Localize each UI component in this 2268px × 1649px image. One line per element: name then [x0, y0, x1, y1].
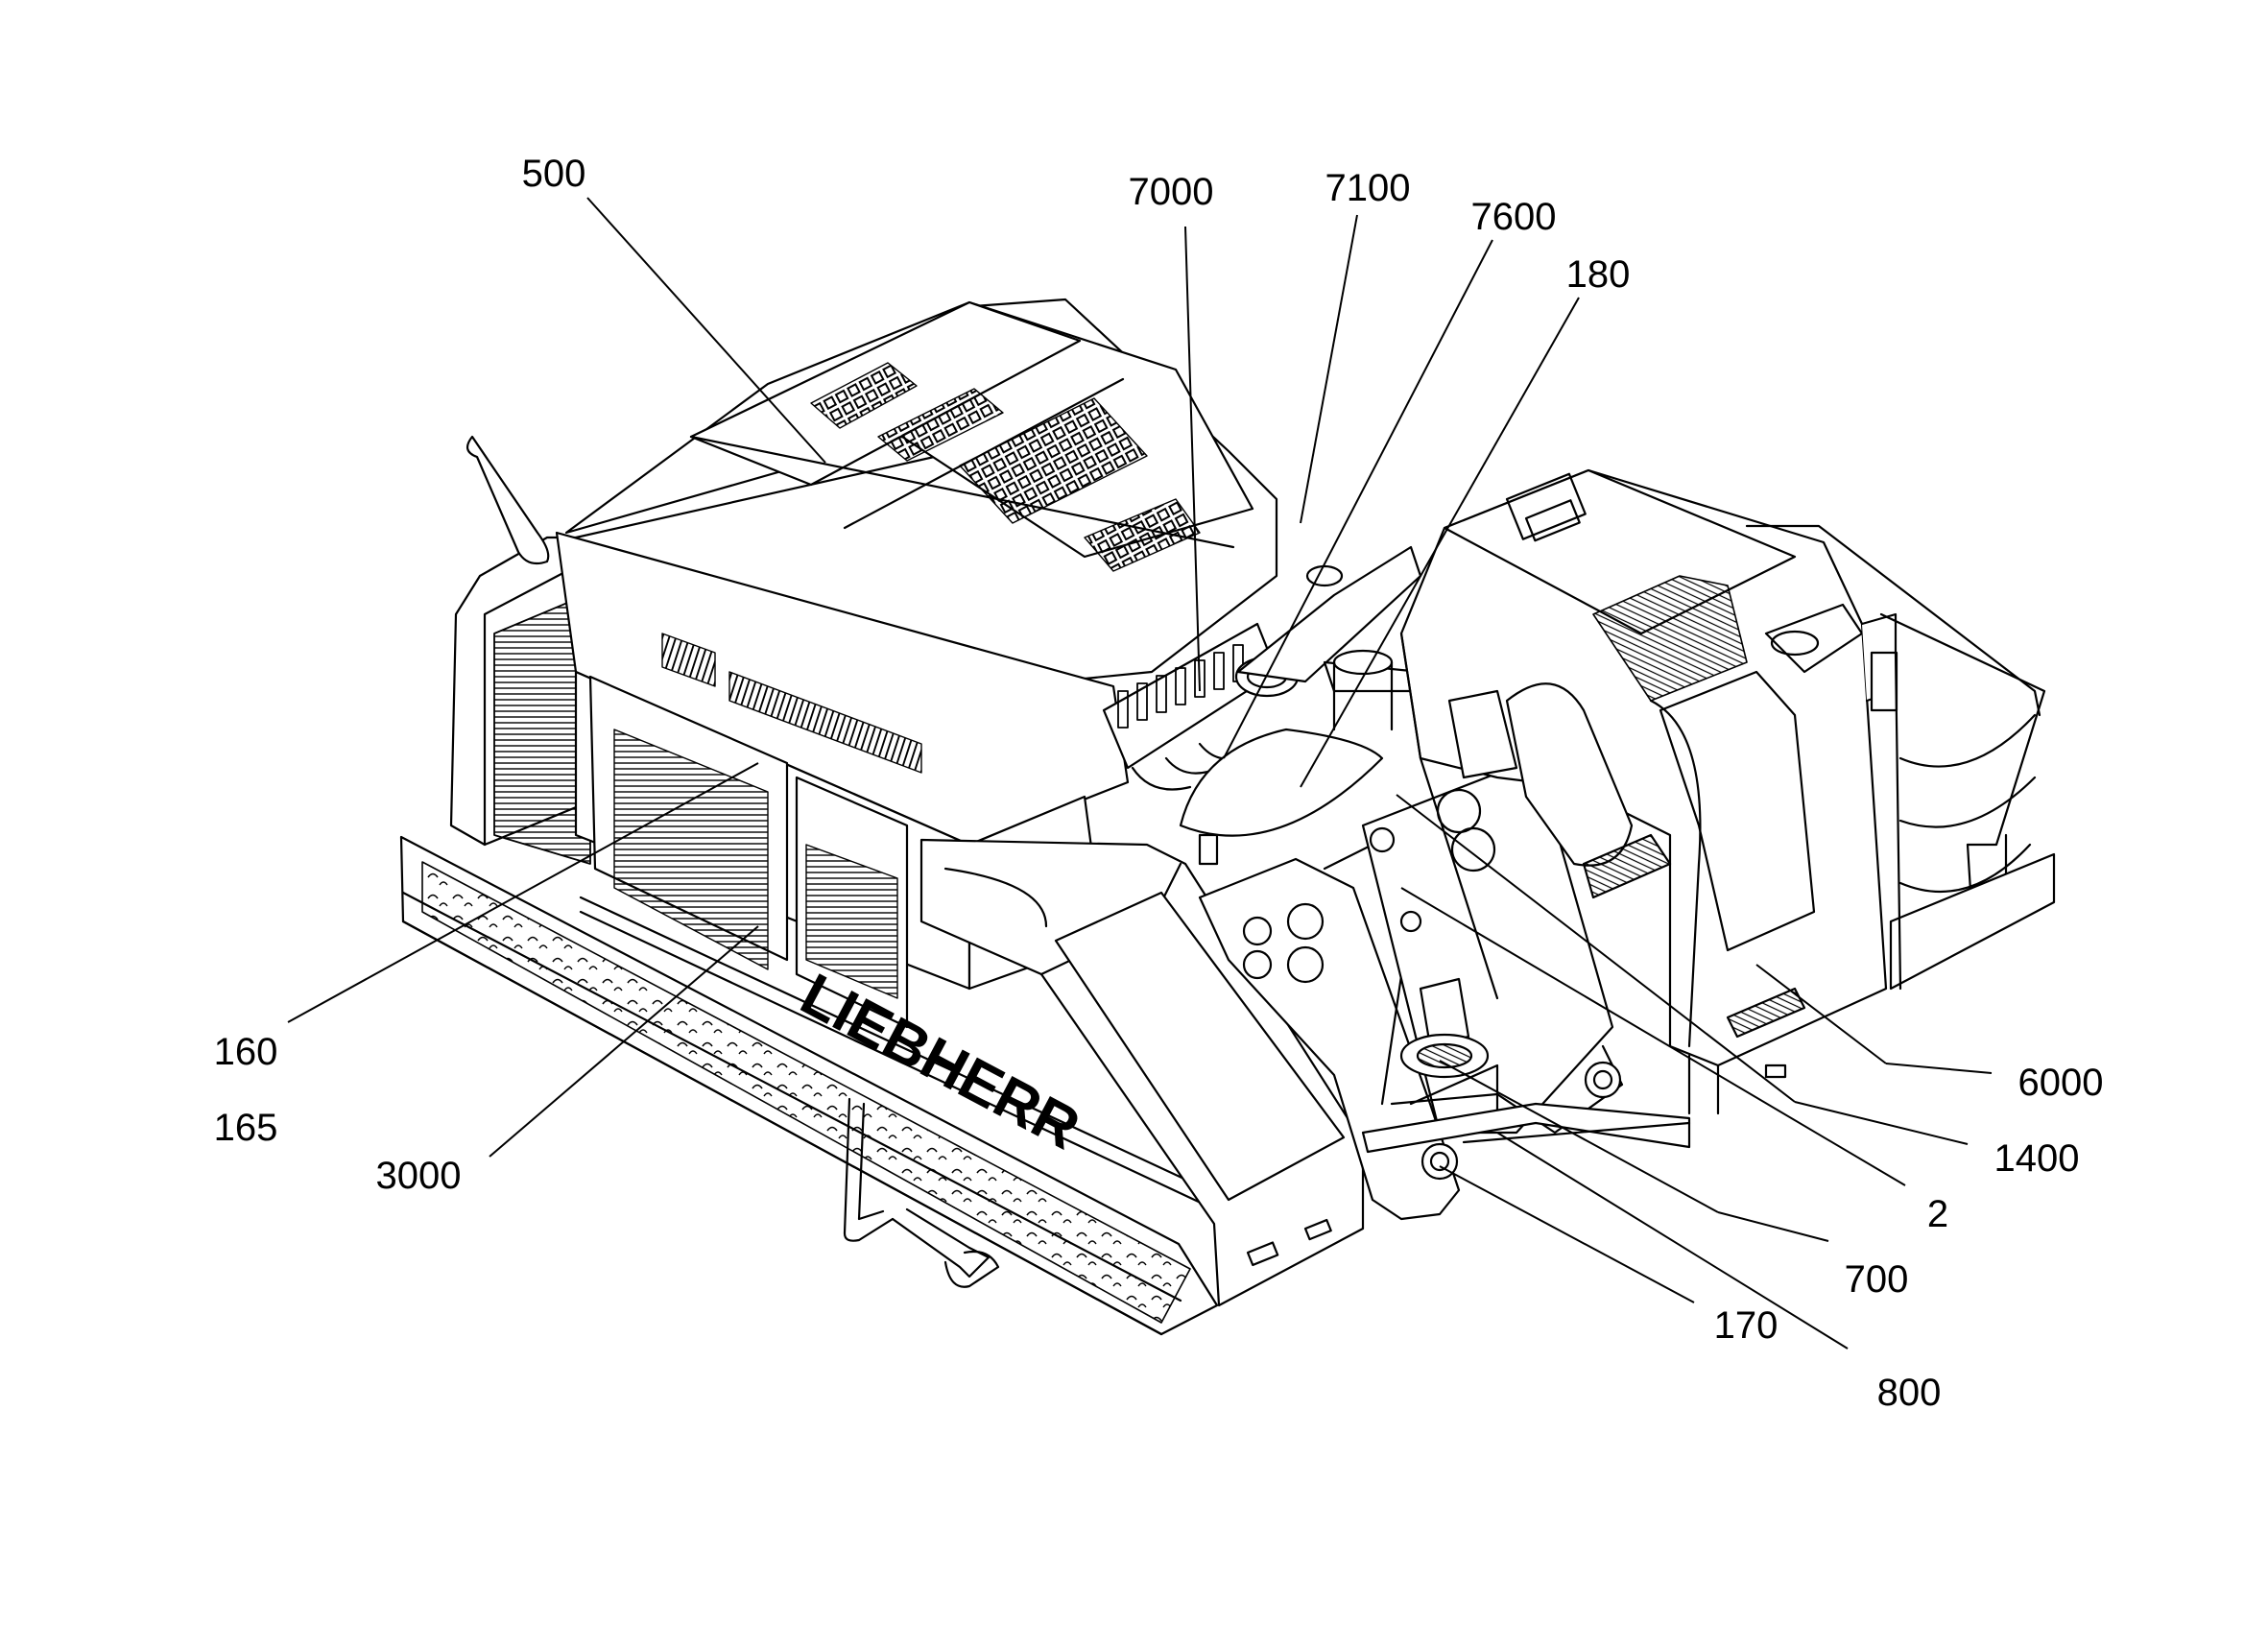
leader-7600: [1223, 239, 1493, 759]
lower-frame: [1361, 1102, 1691, 1154]
leader-7000: [1184, 226, 1201, 692]
leader-170: [1439, 1165, 1695, 1303]
ref-7000: 7000: [1128, 171, 1214, 213]
ref-7600: 7600: [1470, 196, 1557, 238]
leader-lines: [287, 197, 1993, 1350]
ref-1400: 1400: [1993, 1137, 2080, 1180]
ref-2: 2: [1926, 1193, 1949, 1235]
leader-2: [1400, 887, 1906, 1186]
ref-500: 500: [521, 153, 586, 195]
ref-800: 800: [1876, 1372, 1942, 1414]
ref-170: 170: [1713, 1304, 1779, 1347]
walkway-platform: [399, 835, 1219, 1336]
ref-3000: 3000: [375, 1155, 462, 1197]
leader-6000-b: [1755, 964, 1887, 1064]
operator-cab: [1399, 468, 1898, 1115]
leader-3000: [489, 925, 759, 1158]
ref-180: 180: [1565, 253, 1631, 296]
leader-700-a: [1717, 1211, 1829, 1242]
leader-6000-a: [1885, 1063, 1993, 1074]
ref-165: 165: [213, 1107, 278, 1149]
leader-160: [287, 762, 759, 1023]
engine-hood: [564, 300, 1254, 572]
leader-7100: [1300, 214, 1358, 524]
ref-160: 160: [213, 1031, 278, 1073]
leader-800: [1496, 1132, 1849, 1350]
grab-handle: [843, 1097, 1000, 1288]
leader-700-b: [1439, 1060, 1719, 1213]
leader-180: [1300, 297, 1580, 788]
front-enclosure: [919, 838, 1365, 1307]
machine-housing: LIEBHERR: [555, 531, 1221, 1213]
leader-500: [586, 197, 826, 464]
cab-railing: [1745, 524, 2056, 991]
ref-7100: 7100: [1325, 167, 1411, 209]
leader-1400-b: [1396, 794, 1796, 1103]
leader-1400-a: [1794, 1101, 1969, 1145]
ref-6000: 6000: [2017, 1062, 2104, 1104]
ref-700: 700: [1844, 1258, 1909, 1301]
